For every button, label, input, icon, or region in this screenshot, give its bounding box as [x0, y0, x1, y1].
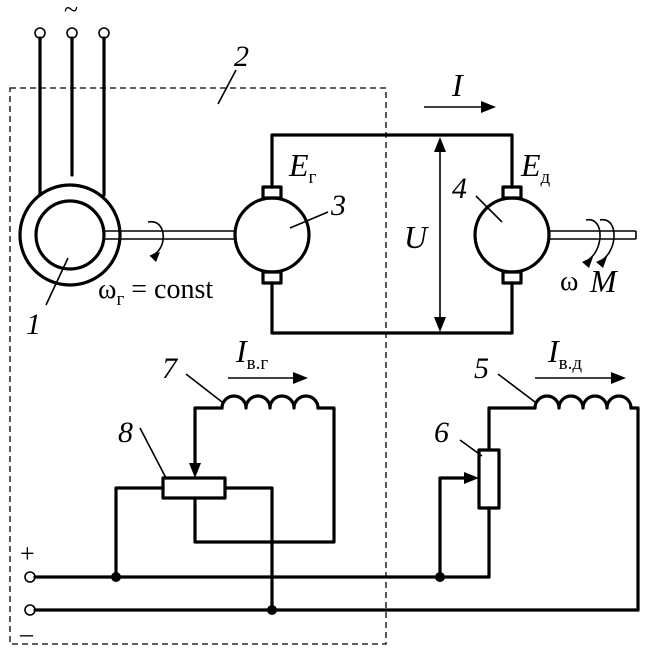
- induction-motor-stator: [18, 183, 122, 287]
- rheostat-8: [161, 476, 227, 500]
- leader-6: [459, 439, 483, 457]
- dc-generator-brush-bottom: [261, 270, 283, 285]
- label-voltage-U: U: [404, 219, 429, 255]
- rotation-arrow-gen: [147, 221, 164, 257]
- dc-motor-armature: [473, 196, 551, 274]
- label-1: 1: [26, 308, 41, 341]
- label-torque-M: M: [589, 263, 619, 299]
- block-2-boundary: [9, 87, 387, 645]
- leader-2: [217, 69, 237, 105]
- label-7: 7: [162, 352, 179, 385]
- gen-field-wire-right: [193, 406, 336, 544]
- dc-generator-brush-top: [261, 185, 283, 200]
- label-2: 2: [234, 40, 249, 73]
- dc-motor-brush-top: [501, 185, 523, 200]
- label-current-I: I: [451, 67, 464, 103]
- leader-3: [289, 211, 329, 229]
- label-plus: +: [20, 539, 35, 568]
- induction-motor-1: [18, 183, 122, 287]
- dc-generator-3: [233, 185, 311, 285]
- label-6: 6: [434, 416, 449, 449]
- leader-5: [497, 373, 536, 403]
- label-4: 4: [452, 172, 467, 205]
- ac-symbol: ~: [64, 0, 78, 24]
- label-3: 3: [330, 189, 346, 222]
- motor-field-wire-left: [487, 406, 537, 452]
- leader-7: [185, 373, 223, 403]
- rheostat-6: [477, 448, 501, 510]
- rotation-arrow-omega: [583, 219, 601, 263]
- shaft-motor: [549, 219, 637, 268]
- label-omega: ω: [560, 266, 578, 297]
- junction-plus-gen: [111, 572, 121, 582]
- dc-motor-4: [473, 185, 551, 285]
- armature-circuit: [270, 101, 514, 335]
- generator-field-winding-7: [220, 394, 320, 410]
- dc-generator-armature: [233, 196, 311, 274]
- armature-wire-bottom: [270, 281, 514, 335]
- leader-4: [475, 195, 503, 223]
- label-5: 5: [474, 352, 489, 385]
- leader-1: [45, 257, 69, 306]
- rheostat-8-wire-left: [114, 486, 165, 579]
- label-minus: –: [19, 619, 34, 648]
- label-emf-motor: Eд: [520, 147, 551, 188]
- gen-field-wire-left: [193, 406, 224, 472]
- induction-motor-rotor: [34, 199, 106, 271]
- label-field-current-gen: Iв.г: [235, 333, 268, 374]
- leader-8: [139, 427, 167, 479]
- label-emf-gen: Eг: [288, 147, 317, 188]
- motor-field-circuit: [438, 372, 640, 612]
- label-field-current-motor: Iв.д: [547, 333, 582, 374]
- rheostat-6-slider-wire: [438, 476, 470, 579]
- shaft-generator: [104, 221, 235, 262]
- label-omega-gen: ωг = const: [98, 274, 213, 310]
- rheostat-8-wire-right: [223, 486, 274, 612]
- rotation-arrow-gen-head: [150, 252, 160, 262]
- junction-minus-gen: [267, 605, 277, 615]
- dc-supply-buses: [24, 571, 640, 616]
- armature-wire-top: [270, 133, 514, 189]
- junction-plus-motor: [435, 572, 445, 582]
- torque-arrow-m: [597, 219, 615, 263]
- generator-field-circuit: [114, 372, 336, 612]
- label-8: 8: [118, 416, 133, 449]
- three-phase-supply: ~: [34, 0, 110, 197]
- motor-field-wire-right: [629, 406, 640, 612]
- rheostat-8-slider-arrow: [189, 463, 201, 478]
- dc-motor-brush-bottom: [501, 270, 523, 285]
- motor-field-winding-5: [533, 394, 633, 410]
- rheostat-6-slider-arrow: [464, 472, 479, 484]
